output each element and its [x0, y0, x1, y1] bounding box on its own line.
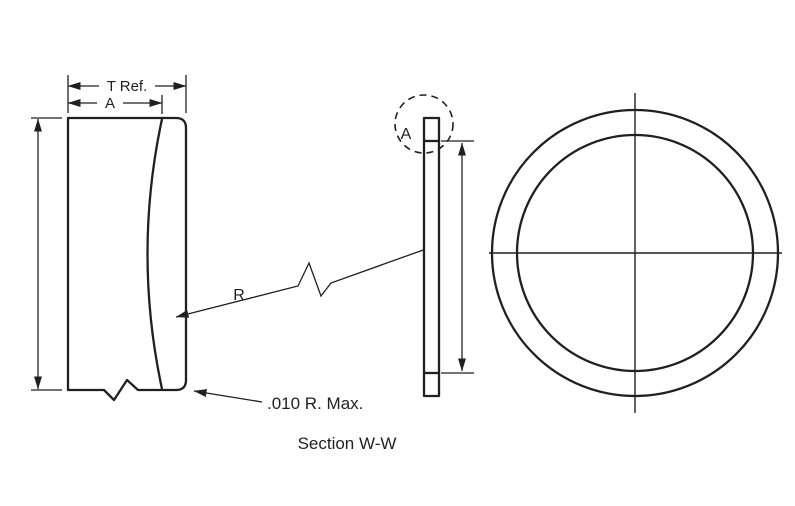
detail-a-label: A — [401, 126, 412, 143]
section-view — [66, 116, 188, 402]
concave-face-arc — [146, 118, 164, 390]
corner-radius-note: .010 R. Max. — [267, 394, 363, 413]
edge-view-outline — [422, 116, 441, 398]
edge-view: A — [394, 94, 474, 398]
corner-radius-leader: .010 R. Max. — [193, 389, 363, 413]
section-caption: Section W-W — [298, 434, 397, 453]
outer-circle — [490, 108, 780, 398]
front-view — [489, 93, 782, 413]
t-ref-label: T Ref. — [107, 78, 148, 95]
radius-label: R — [233, 287, 245, 304]
radius-leader: R — [175, 248, 427, 318]
a-dimension: A — [67, 95, 163, 112]
cross-section-outline — [66, 116, 188, 402]
id-dimension — [441, 140, 474, 374]
section-dimensions: T Ref. A R .010 R. Max. Section W-W — [31, 75, 427, 453]
a-dim-label: A — [105, 95, 115, 112]
inner-circle — [515, 133, 755, 373]
detail-callout-circle — [394, 94, 454, 154]
t-ref-dimension: T Ref. — [67, 78, 187, 95]
